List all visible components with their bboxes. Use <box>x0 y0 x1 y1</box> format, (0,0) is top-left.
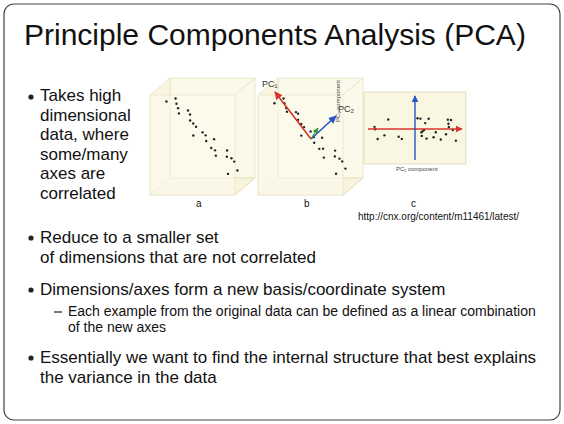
wrap-spacer <box>220 228 540 242</box>
axis-label-box: PC₁ <box>262 79 278 89</box>
bullet-text-box: Reduce to a smaller set of dimensions th… <box>40 228 540 267</box>
bullet-text-box: Essentially we want to find the internal… <box>40 348 540 387</box>
panel-letter-box: b <box>304 198 310 210</box>
panel-letter: a <box>196 198 202 209</box>
bullet-text: Takes high dimensional data, where some/… <box>40 86 131 203</box>
bullet-text-box: Dimensions/axes form a new basis/coordin… <box>40 280 540 300</box>
bullet-text: Reduce to a smaller set of dimensions th… <box>40 228 316 267</box>
axis-title-box: PC₁ component <box>396 166 438 173</box>
bullet-text: Essentially we want to find the internal… <box>40 348 536 387</box>
sub-bullet-text-box: Each example from the original data can … <box>68 303 538 335</box>
data-points <box>165 97 457 175</box>
cube-b <box>258 78 363 195</box>
slide-frame <box>4 4 560 420</box>
source-url: http://cnx.org/content/m11461/latest/ <box>358 211 519 222</box>
axis-label: PC₁ <box>262 79 278 89</box>
slide-title: Principle Components Analysis (PCA) <box>24 18 526 53</box>
pc-axes-c <box>368 96 462 160</box>
bullet-text-box: Takes high dimensional data, where some/… <box>40 86 144 203</box>
cube-a <box>150 78 255 195</box>
source-url-box: http://cnx.org/content/m11461/latest/ <box>358 211 519 223</box>
bullet-text: Dimensions/axes form a new basis/coordin… <box>40 280 445 299</box>
pc-arrows-b <box>275 92 336 139</box>
plane-c <box>364 92 466 164</box>
panel-letter: c <box>411 198 416 209</box>
panel-letter-box: a <box>196 198 202 210</box>
panel-letter: b <box>304 198 310 209</box>
axis-title-box: PC₂ component <box>335 80 342 122</box>
panel-letter-box: c <box>411 198 416 210</box>
sub-bullet-text: Each example from the original data can … <box>68 303 536 335</box>
axis-title: PC₁ component <box>396 166 438 172</box>
axis-title: PC₂ component <box>335 80 341 122</box>
